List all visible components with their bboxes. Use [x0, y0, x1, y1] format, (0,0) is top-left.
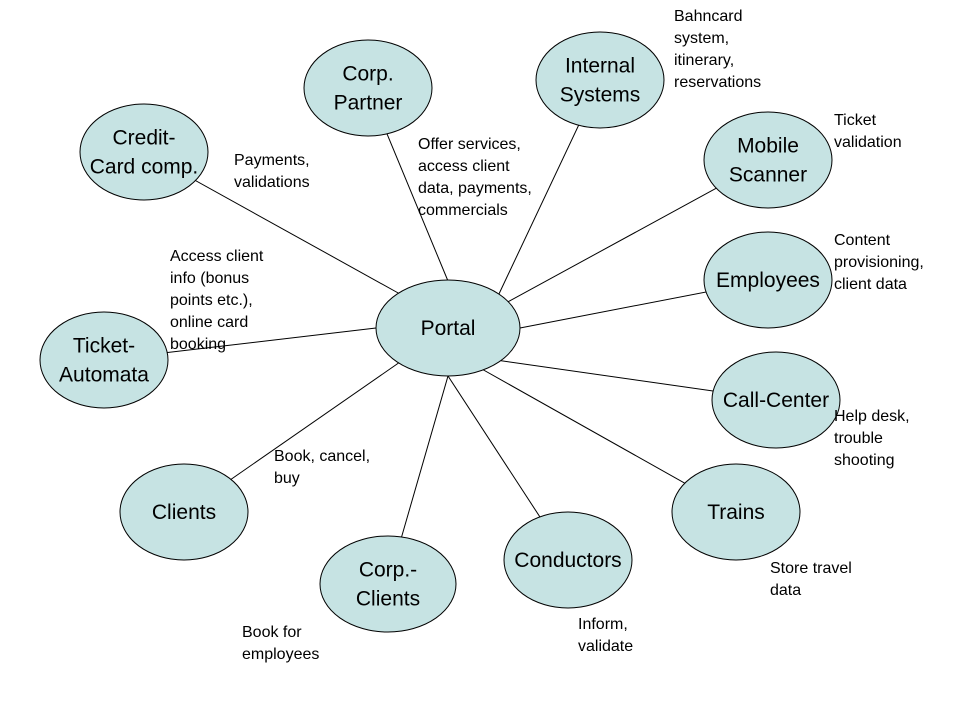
- label-line: Inform,: [578, 616, 628, 633]
- label-line: online card: [170, 314, 249, 331]
- label-line: validate: [578, 638, 634, 655]
- label-line: booking: [170, 336, 227, 353]
- node-credit-card-shape: [79, 103, 209, 201]
- label-credit-card: Payments, validations: [234, 150, 310, 194]
- label-line: Offer services,: [418, 136, 521, 153]
- label-line: Book, cancel,: [274, 448, 371, 465]
- node-trains-label: Trains: [707, 501, 765, 524]
- label-line: validations: [234, 174, 310, 191]
- label-ticket-automata: Access client info (bonus points etc.), onl…: [170, 246, 263, 356]
- node-credit-card-label: Card comp.: [90, 156, 199, 179]
- label-corp-partner: Offer services, access client data, paymen…: [418, 134, 532, 222]
- node-employees-shape: [703, 231, 833, 329]
- label-internal-systems: Bahncard system, itinerary, reservations: [674, 6, 761, 94]
- label-trains: Store travel data: [770, 558, 852, 602]
- node-corp-partner-label: Corp.: [342, 63, 393, 86]
- label-line: data: [770, 582, 802, 599]
- node-internal-systems-label: Internal: [565, 55, 635, 78]
- node-corp-clients-label: Clients: [356, 588, 420, 611]
- label-line: Book for: [242, 624, 302, 641]
- node-internal-systems-shape: [535, 31, 665, 129]
- label-call-center: Help desk, trouble shooting: [834, 406, 910, 472]
- label-line: reservations: [674, 74, 762, 91]
- label-line: data, payments,: [418, 180, 532, 197]
- label-line: validation: [834, 134, 902, 151]
- node-mobile-scanner-shape: [703, 111, 833, 209]
- node-ticket-automata: Ticket- Automata: [39, 311, 169, 409]
- label-line: Bahncard: [674, 8, 743, 25]
- label-line: Content: [834, 232, 891, 249]
- label-line: employees: [242, 646, 320, 663]
- node-mobile-scanner-label: Scanner: [729, 164, 807, 187]
- node-trains: Trains: [671, 463, 801, 561]
- node-clients: Clients: [119, 463, 249, 561]
- node-corp-clients-label: Corp.-: [359, 559, 417, 582]
- label-corp-clients: Book for employees: [242, 622, 319, 666]
- node-employees-label: Employees: [716, 269, 820, 292]
- label-line: Help desk,: [834, 408, 910, 425]
- label-line: provisioning,: [834, 254, 924, 271]
- node-conductors-shape: [503, 511, 633, 609]
- node-corp-partner-label: Partner: [334, 92, 403, 115]
- node-corp-partner: Corp. Partner: [303, 39, 433, 137]
- node-conductors-label: Conductors: [514, 549, 621, 572]
- label-line: Payments,: [234, 152, 310, 169]
- node-portal-shape: [375, 279, 521, 377]
- label-line: trouble: [834, 430, 883, 447]
- label-line: Store travel: [770, 560, 852, 577]
- node-trains-shape: [671, 463, 801, 561]
- node-clients-label: Clients: [152, 501, 216, 524]
- label-line: points etc.),: [170, 292, 253, 309]
- node-portal: Portal: [375, 279, 521, 377]
- label-line: system,: [674, 30, 730, 47]
- node-portal-label: Portal: [421, 317, 476, 340]
- label-line: Access client: [170, 248, 264, 265]
- label-line: info (bonus: [170, 270, 250, 287]
- node-credit-card: Credit- Card comp.: [79, 103, 209, 201]
- node-corp-clients: Corp.- Clients: [319, 535, 457, 633]
- node-call-center-shape: [711, 351, 841, 449]
- node-conductors: Conductors: [503, 511, 633, 609]
- label-line: itinerary,: [674, 52, 735, 69]
- label-employees: Content provisioning, client data: [834, 230, 924, 296]
- node-employees: Employees: [703, 231, 833, 329]
- label-line: shooting: [834, 452, 895, 469]
- node-internal-systems-label: Systems: [560, 84, 641, 107]
- node-corp-partner-shape: [303, 39, 433, 137]
- label-line: commercials: [418, 202, 508, 219]
- node-credit-card-label: Credit-: [112, 127, 175, 150]
- node-mobile-scanner-label: Mobile: [737, 135, 799, 158]
- node-clients-shape: [119, 463, 249, 561]
- node-ticket-automata-label: Ticket-: [73, 335, 135, 358]
- label-conductors: Inform, validate: [578, 614, 633, 658]
- label-clients: Book, cancel, buy: [274, 446, 370, 490]
- label-line: buy: [274, 470, 300, 487]
- node-corp-clients-shape: [319, 535, 457, 633]
- node-call-center: Call-Center: [711, 351, 841, 449]
- label-mobile-scanner: Ticket validation: [834, 110, 902, 154]
- label-line: Ticket: [834, 112, 877, 129]
- label-line: access client: [418, 158, 510, 175]
- node-ticket-automata-shape: [39, 311, 169, 409]
- label-line: client data: [834, 276, 907, 293]
- node-call-center-label: Call-Center: [723, 389, 829, 412]
- node-ticket-automata-label: Automata: [59, 364, 149, 387]
